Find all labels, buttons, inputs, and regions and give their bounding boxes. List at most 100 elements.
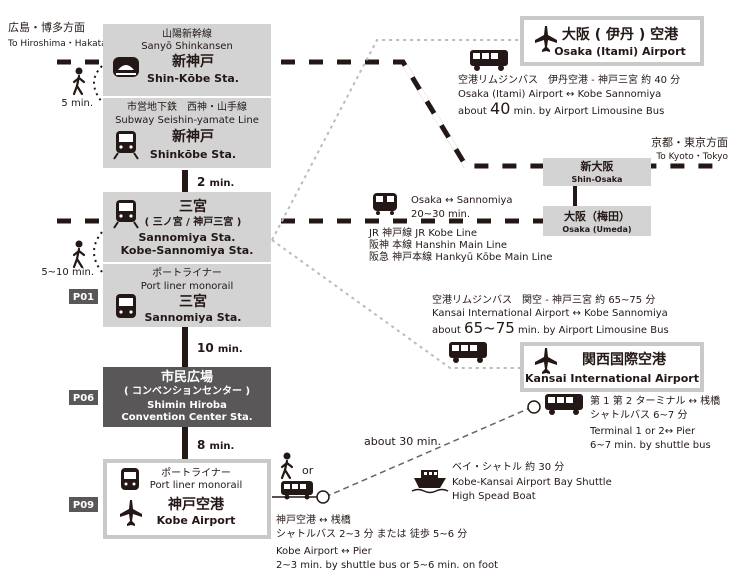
walk-time-sannomiya: 5~10 min. <box>41 267 94 278</box>
monorail-icon <box>116 294 136 318</box>
itami-bus-route <box>271 39 520 241</box>
shinkobe-name-en: Shin-Kōbe Sta. <box>147 72 239 85</box>
itami-bus-en: Osaka (Itami) Airport ↔ Kobe Sannomiya <box>458 89 661 100</box>
sannomiya-sub-jp: ( 三ノ宮 / 神戸三宮 ) <box>145 215 242 228</box>
direction-kyoto-en: To Kyoto・Tokyo <box>655 152 728 162</box>
tag-p09-bg <box>69 497 98 512</box>
direction-kyoto-jp: 京都・東京方面 <box>651 135 728 149</box>
kix-bus-route <box>271 239 520 369</box>
station-shinkobe-subway: 市営地下鉄 西神・山手線 Subway Seishin-yamate Line … <box>103 98 271 168</box>
station-shimin-hiroba: 市民広場 ( コンベンションセンター ) Shimin Hiroba Conve… <box>103 367 271 427</box>
tag-p09: P09 <box>73 500 94 511</box>
sannomiya-pl-name-en: Sannomiya Sta. <box>144 311 241 324</box>
ukb-pier-jp1: 神戸空港 ↔ 桟橋 <box>276 513 351 526</box>
station-sannomiya: 三宮 ( 三ノ宮 / 神戸三宮 ) Sannomiya Sta. Kobe-Sa… <box>103 192 271 262</box>
shinkobe-name-jp: 新神戸 <box>172 53 214 70</box>
walk-icon-2 <box>72 240 86 269</box>
tag-p06: P06 <box>73 393 94 404</box>
bay-shuttle-jp: ベイ・シャトル 約 30 分 <box>452 460 564 473</box>
bus-icon-kobe <box>281 481 313 500</box>
kobe-airport-name-en: Kobe Airport <box>157 514 236 527</box>
jr-line-label: JR 神戸線 JR Kobe Line <box>368 226 477 239</box>
sannomiya-name-en: Sannomiya Sta. <box>138 231 235 244</box>
itami-name-jp: 大阪 ( 伊丹 ) 空港 <box>562 26 679 43</box>
hankyu-line-label: 阪急 神戸本線 Hankyū Kōbe Main Line <box>369 250 552 263</box>
pier-marker-kansai <box>527 400 541 414</box>
subway-line-en: Subway Seishin-yamate Line <box>115 115 259 126</box>
or-label: or <box>302 464 314 477</box>
bay-shuttle-about: about 30 min. <box>364 435 441 448</box>
bus-icon-itami <box>470 50 508 71</box>
kansai-name-jp: 関西国際空港 <box>582 351 667 368</box>
airport-itami: 大阪 ( 伊丹 ) 空港 Osaka (Itami) Airport <box>520 16 704 66</box>
portliner-line-en: Port liner monorail <box>141 281 233 292</box>
airplane-icon-kansai <box>535 348 557 374</box>
bus-icon-kix <box>449 342 487 363</box>
subway-line-jp: 市営地下鉄 西神・山手線 <box>127 100 247 113</box>
monorail-icon-2 <box>121 468 139 490</box>
bay-shuttle-en1: Kobe-Kansai Airport Bay Shuttle <box>452 477 612 488</box>
shinkobe-subway-name-en: Shinkōbe Sta. <box>150 148 236 161</box>
station-shinkobe-shinkansen: 山陽新幹線 Sanyō Shinkansen 新神戸 Shin-Kōbe Sta… <box>103 24 271 96</box>
walk-icon <box>72 67 86 96</box>
jr-osaka-route: Osaka ↔ Sannomiya <box>411 195 513 206</box>
walk-icon-3 <box>280 452 294 480</box>
kix-shuttle-jp1: 第 1 第 2 ターミナル ↔ 桟橋 <box>590 394 720 407</box>
shimin-sub-jp: ( コンベンションセンター ) <box>124 385 250 397</box>
direction-hiroshima-en: To Hiroshima・Hakata <box>7 39 107 49</box>
shimin-name-en2: Convention Center Sta. <box>121 412 252 423</box>
shinkansen-line-en: Sanyō Shinkansen <box>141 41 233 52</box>
airplane-icon <box>120 500 142 526</box>
tag-p01: P01 <box>73 292 94 303</box>
station-shin-osaka: 新大阪 Shin-Osaka <box>543 158 651 186</box>
train-icon <box>113 200 139 229</box>
bay-shuttle-route <box>324 407 531 498</box>
shin-osaka-name-en: Shin-Osaka <box>572 175 623 184</box>
kobe-airport-line-en: Port liner monorail <box>150 480 242 491</box>
pier-marker-kobe <box>316 490 330 504</box>
shinkansen-icon <box>113 57 139 77</box>
station-sannomiya-portliner: ポートライナー Port liner monorail 三宮 Sannomiya… <box>103 264 271 327</box>
kobe-airport-line-jp: ポートライナー <box>161 467 231 479</box>
sannomiya-name-en2: Kobe-Sannomiya Sta. <box>121 244 254 257</box>
walk-arc-sannomiya <box>93 231 103 273</box>
airplane-icon-itami <box>535 26 557 52</box>
osaka-name-en: Osaka (Umeda) <box>562 225 631 234</box>
kix-shuttle-en1: Terminal 1 or 2↔ Pier <box>589 426 696 437</box>
kix-bus-jp: 空港リムジンバス 関空 - 神戸三宮 約 65~75 分 <box>432 293 655 306</box>
jr-osaka-time: 20~30 min. <box>411 209 470 220</box>
train-icon-jr <box>373 193 397 215</box>
kobe-airport-name-jp: 神戸空港 <box>168 496 225 513</box>
bay-shuttle-en2: High Spead Boat <box>452 491 536 502</box>
time-shinkobe-sannomiya: 2 min. <box>197 175 234 189</box>
kix-shuttle-jp2: シャトルバス 6~7 分 <box>590 409 687 421</box>
station-osaka-umeda: 大阪（梅田） Osaka (Umeda) <box>543 206 651 236</box>
itami-bus-time: about 40 min. by Airport Limousine Bus <box>458 99 664 118</box>
shinkobe-subway-name-jp: 新神戸 <box>172 128 214 145</box>
bus-icon-kansai <box>545 394 583 415</box>
direction-hiroshima-jp: 広島・博多方面 <box>8 20 85 34</box>
kix-bus-en: Kansai International Airport ↔ Kobe Sann… <box>432 308 668 319</box>
shimin-name-en: Shimin Hiroba <box>147 400 227 411</box>
ukb-pier-en2: 2~3 min. by shuttle bus or 5~6 min. on f… <box>276 560 498 571</box>
shimin-name-jp: 市民広場 <box>161 369 213 385</box>
kix-shuttle-en2: 6~7 min. by shuttle bus <box>590 440 711 451</box>
shin-osaka-name-jp: 新大阪 <box>581 159 615 173</box>
walk-time-shinkobe: 5 min. <box>61 98 93 109</box>
ship-icon <box>411 470 449 494</box>
sannomiya-name-jp: 三宮 <box>179 198 207 215</box>
ukb-pier-jp2: シャトルバス 2~3 分 または 徒歩 5~6 分 <box>276 527 467 540</box>
airport-kansai: 関西国際空港 Kansai International Airport <box>520 342 704 392</box>
hanshin-line-label: 阪神 本線 Hanshin Main Line <box>369 238 507 251</box>
kansai-name-en: Kansai International Airport <box>525 372 699 385</box>
ukb-pier-en1: Kobe Airport ↔ Pier <box>276 546 373 557</box>
sannomiya-pl-name-jp: 三宮 <box>179 293 207 310</box>
osaka-name-jp: 大阪（梅田） <box>564 209 630 223</box>
subway-icon <box>113 131 139 160</box>
kix-bus-time: about 65~75 min. by Airport Limousine Bu… <box>432 319 669 337</box>
itami-bus-jp: 空港リムジンバス 伊丹空港 - 神戸三宮 約 40 分 <box>458 73 680 86</box>
walk-arc-shinkobe <box>93 65 103 103</box>
time-p06-p09: 8 min. <box>197 438 234 452</box>
tag-p06-bg <box>69 390 98 405</box>
